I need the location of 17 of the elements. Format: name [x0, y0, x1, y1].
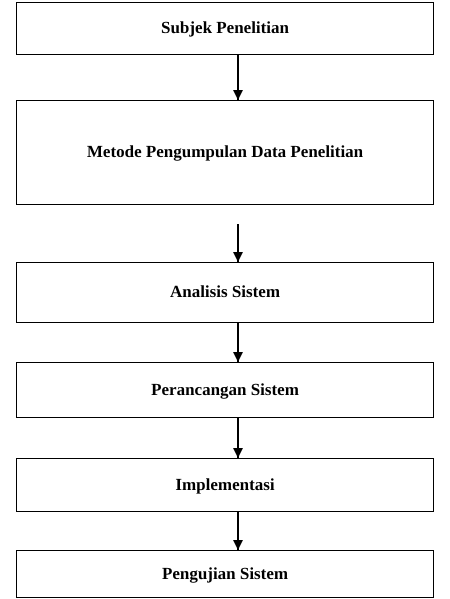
box-label: Analisis Sistem — [168, 281, 282, 304]
process-box — [16, 550, 434, 598]
process-box — [16, 458, 434, 512]
arrow — [233, 323, 243, 362]
process-box — [16, 262, 434, 323]
box-label: Perancangan Sistem — [150, 378, 300, 401]
process-box — [16, 362, 434, 418]
arrow — [233, 55, 243, 100]
process-box — [16, 100, 434, 205]
box-label: Pengujian Sistem — [160, 562, 290, 585]
arrow — [233, 224, 243, 262]
arrow — [233, 418, 243, 458]
process-box — [16, 2, 434, 55]
box-label: Metode Pengumpulan Data Penelitian — [86, 141, 364, 164]
box-label: Implementasi — [174, 474, 276, 496]
box-label: Subjek Penelitian — [160, 17, 290, 40]
arrow — [233, 512, 243, 550]
